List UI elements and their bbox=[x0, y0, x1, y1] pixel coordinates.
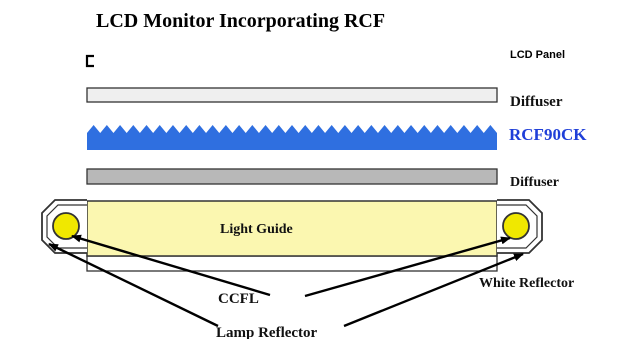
diagram-title: LCD Monitor Incorporating RCF bbox=[96, 10, 385, 32]
lamp-reflector-arrow-right bbox=[343, 252, 524, 328]
rcf-label: RCF90CK bbox=[509, 125, 587, 144]
ccfl-lamp-left bbox=[52, 212, 80, 240]
lamp-reflector-arrow-left bbox=[48, 242, 219, 328]
ccfl-label: CCFL bbox=[218, 291, 259, 307]
ccfl-arrow-left bbox=[71, 234, 271, 297]
ccfl-arrow-right bbox=[304, 236, 511, 298]
lcd-panel-bracket bbox=[85, 54, 94, 68]
rcf-prism-film bbox=[87, 125, 497, 150]
diffuser-bottom-label: Diffuser bbox=[510, 175, 559, 190]
lamp-reflector-right-inner bbox=[497, 204, 538, 249]
light-guide-label: Light Guide bbox=[220, 222, 293, 237]
lamp-reflector-label: Lamp Reflector bbox=[216, 325, 318, 339]
lcd-panel-label: LCD Panel bbox=[510, 49, 565, 61]
ccfl-lamp-right bbox=[502, 212, 530, 240]
light-guide-plate bbox=[86, 200, 498, 257]
white-reflector-label: White Reflector bbox=[479, 276, 574, 291]
diffuser-top-label: Diffuser bbox=[510, 94, 563, 110]
lamp-reflector-left-inner bbox=[46, 204, 87, 249]
diffuser-top-layer bbox=[86, 87, 498, 103]
diffuser-bottom-layer bbox=[86, 168, 498, 185]
